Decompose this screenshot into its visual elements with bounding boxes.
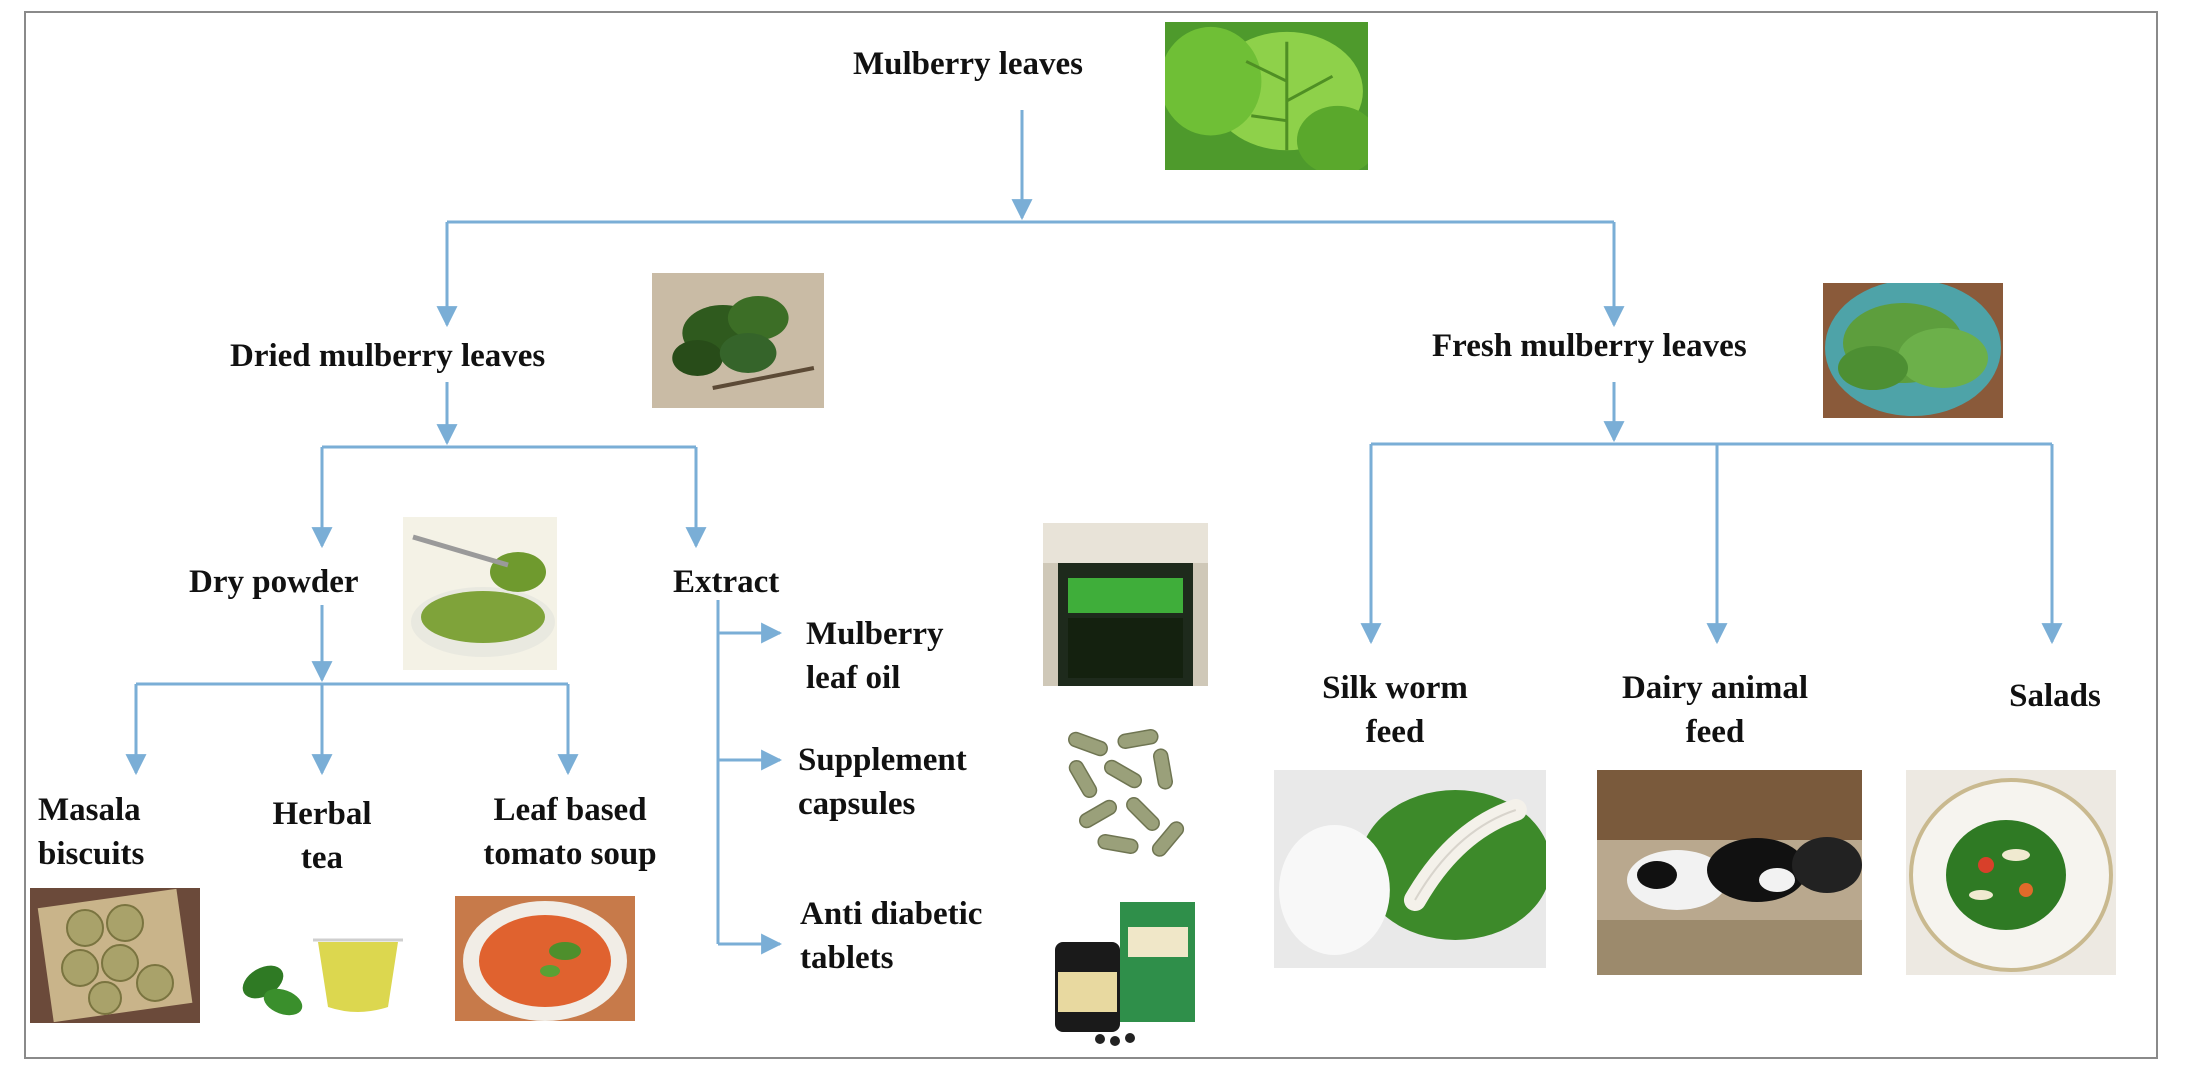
dnj-tablets-photo xyxy=(1040,887,1205,1047)
dried-leaves-label: Dried mulberry leaves xyxy=(230,338,546,374)
fresh-leaves-label: Fresh mulberry leaves xyxy=(1432,328,1747,364)
fresh-product-label: Silk worm feed xyxy=(1322,670,1468,750)
dried-leaves-photo xyxy=(652,273,824,408)
capsules-photo xyxy=(1048,717,1200,869)
fresh-mulberry-leaf-photo xyxy=(1165,22,1368,170)
herbal-tea-photo xyxy=(228,912,428,1022)
dairy-cows-photo xyxy=(1597,770,1862,975)
silkworm-photo xyxy=(1274,770,1546,968)
extract-product-label: Supplement capsules xyxy=(798,742,967,822)
extract-product-label: Mulberry leaf oil xyxy=(806,616,944,696)
powder-product-label: Leaf based tomato soup xyxy=(483,792,657,872)
powder-product-label: Herbal tea xyxy=(272,796,372,876)
tomato-soup-photo xyxy=(455,896,635,1021)
leaves-in-bowl-photo xyxy=(1823,283,2003,418)
salad-photo xyxy=(1906,770,2116,975)
extract-label: Extract xyxy=(673,564,780,600)
biscuits-photo xyxy=(30,888,200,1023)
green-powder-photo xyxy=(403,517,557,670)
dry-powder-label: Dry powder xyxy=(189,564,359,600)
powder-product-label: Masala biscuits xyxy=(38,792,145,872)
fresh-product-label: Dairy animal feed xyxy=(1621,670,1809,750)
extract-product-label: Anti diabetic tablets xyxy=(800,896,983,976)
root-label: Mulberry leaves xyxy=(853,46,1084,82)
fresh-product-label: Salads xyxy=(2009,678,2101,714)
leaf-oil-photo xyxy=(1043,523,1208,686)
